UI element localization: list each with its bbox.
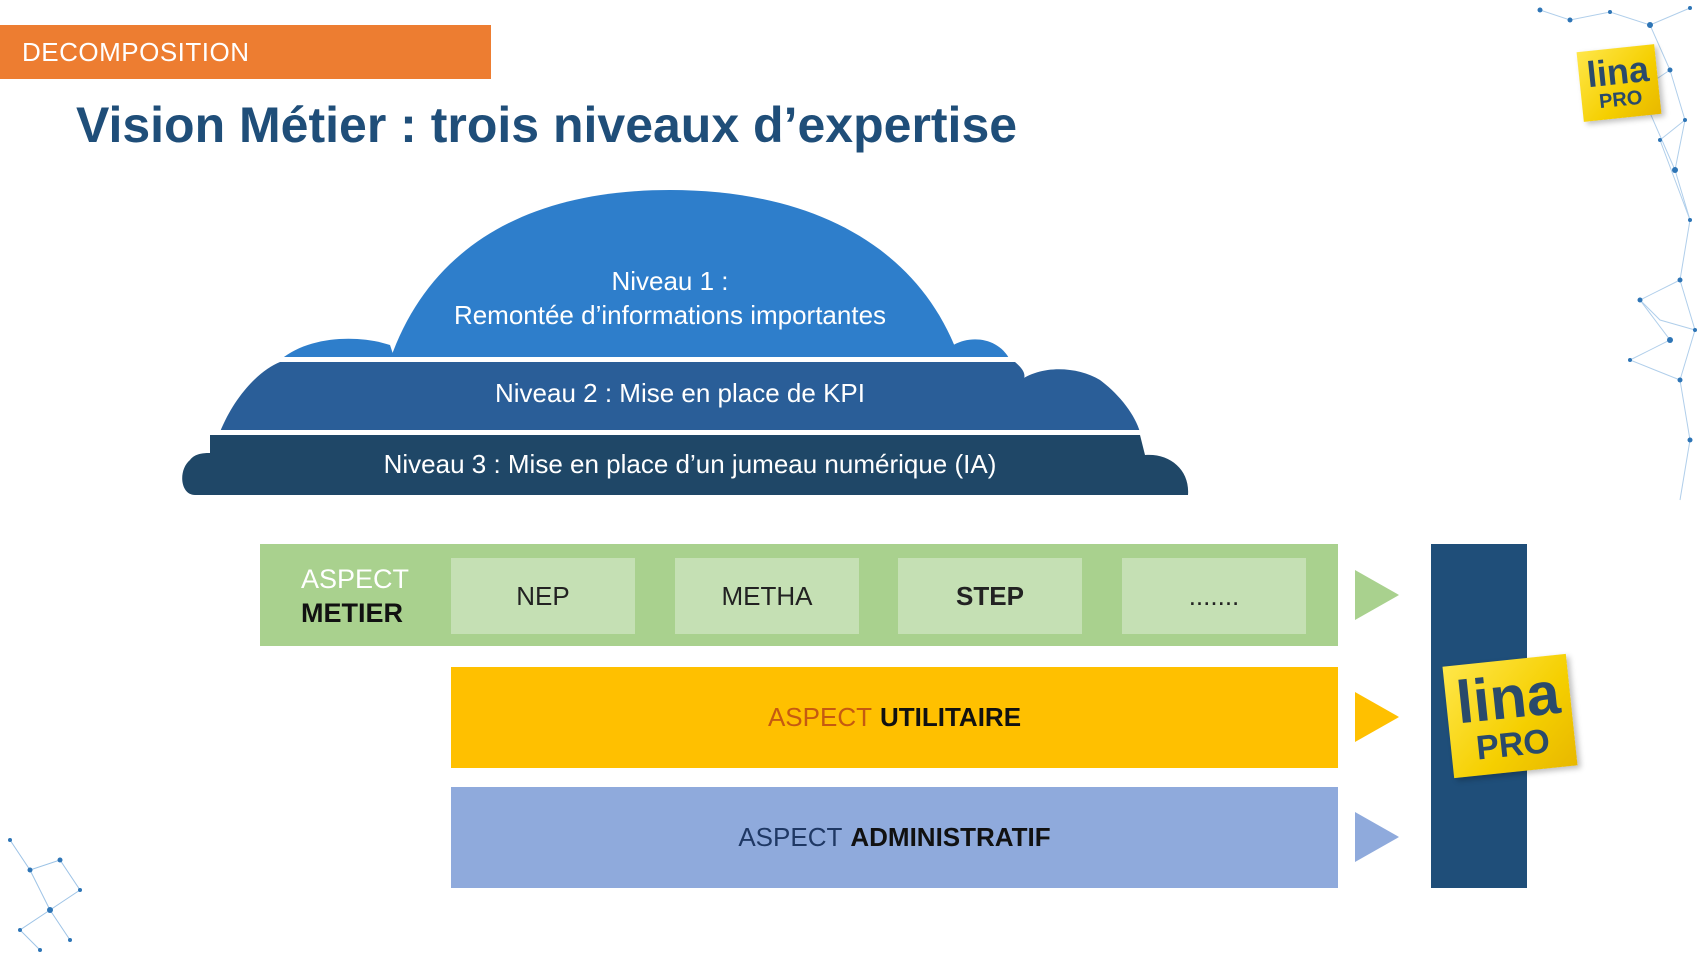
metier-item-step: STEP bbox=[898, 558, 1082, 634]
expertise-cloud bbox=[182, 190, 1189, 495]
aspect-administratif-name: ADMINISTRATIF bbox=[850, 822, 1051, 852]
logo-text-lina: lina bbox=[1584, 47, 1651, 96]
aspect-utilitaire-name: UTILITAIRE bbox=[879, 702, 1022, 732]
cloud-level-1-line-1: Niveau 1 : bbox=[611, 266, 729, 296]
cloud-level-2-shape bbox=[220, 362, 1140, 432]
network-decoration-bottom-left bbox=[8, 838, 82, 952]
aspect-administratif-band: ASPECT ADMINISTRATIF bbox=[451, 787, 1338, 888]
aspect-metier-label: ASPECT METIER bbox=[301, 562, 409, 630]
cloud-level-3-text: Niveau 3 : Mise en place d’un jumeau num… bbox=[383, 449, 997, 479]
lina-pro-logo-small: lina PRO bbox=[1576, 44, 1662, 122]
aspect-utilitaire-band: ASPECT UTILITAIRE bbox=[451, 667, 1338, 768]
aspect-metier-prefix: ASPECT bbox=[301, 564, 410, 594]
arrow-right-icon-green bbox=[1355, 570, 1399, 620]
metier-item-more: ....... bbox=[1122, 558, 1306, 634]
metier-item-metha: METHA bbox=[675, 558, 859, 634]
cloud-level-1-line-2: Remontée d’informations importantes bbox=[453, 300, 887, 330]
cloud-level-1-shape bbox=[390, 190, 960, 360]
aspect-metier-name: METIER bbox=[301, 598, 404, 628]
lina-pro-logo-large: lina PRO bbox=[1442, 653, 1578, 779]
logo-large-text-lina: lina bbox=[1453, 658, 1563, 737]
metier-item-nep: NEP bbox=[451, 558, 635, 634]
cloud-level-1-text: Niveau 1 : Remontée d’informations impor… bbox=[380, 264, 960, 332]
section-tag: DECOMPOSITION FONCTIONNALITES bbox=[0, 25, 491, 121]
aspect-administratif-prefix: ASPECT bbox=[738, 822, 843, 852]
cloud-level-3-shape bbox=[182, 435, 1189, 495]
arrow-right-icon-blue bbox=[1355, 812, 1399, 862]
cloud-level-2-text: Niveau 2 : Mise en place de KPI bbox=[495, 378, 865, 408]
page-title: Vision Métier : trois niveaux d’expertis… bbox=[76, 97, 1018, 153]
network-decoration-top-right bbox=[1537, 6, 1697, 501]
aspect-utilitaire-prefix: ASPECT bbox=[767, 702, 872, 732]
arrow-right-icon-yellow bbox=[1355, 692, 1399, 742]
